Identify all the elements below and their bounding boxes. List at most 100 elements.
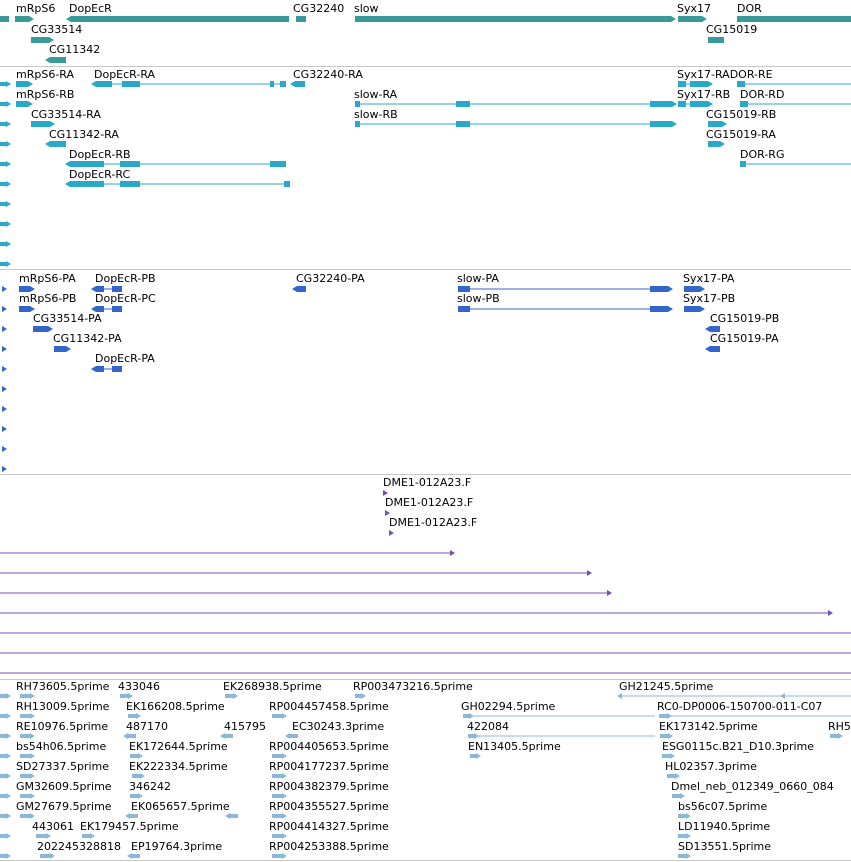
protein-arrow[interactable] <box>292 286 297 292</box>
est-feature[interactable] <box>272 714 282 718</box>
gene-glyph[interactable] <box>66 16 71 22</box>
protein-label[interactable]: mRpS6-PA <box>19 272 76 285</box>
est-feature[interactable] <box>128 734 136 738</box>
est-feature[interactable] <box>678 854 686 858</box>
est-arrow[interactable] <box>127 853 132 859</box>
protein-arrow[interactable] <box>668 306 673 312</box>
transcript-arrow[interactable] <box>708 101 713 107</box>
transcript-arrow[interactable] <box>672 121 677 127</box>
transcript-exon[interactable] <box>50 141 66 147</box>
est-arrow[interactable] <box>282 853 287 859</box>
est-feature[interactable] <box>130 794 138 798</box>
est-arrow[interactable] <box>6 793 11 799</box>
protein-edge-arrow[interactable] <box>2 346 7 352</box>
protein-arrow[interactable] <box>700 286 705 292</box>
est-feature[interactable] <box>130 754 138 758</box>
transcript-exon[interactable] <box>270 81 274 87</box>
protein-label[interactable]: DopEcR-PA <box>95 352 155 365</box>
est-arrow[interactable] <box>686 853 691 859</box>
est-arrow[interactable] <box>50 853 55 859</box>
protein-cds[interactable] <box>96 366 104 372</box>
transcript-label[interactable]: DOR-RD <box>740 88 785 101</box>
protein-cds[interactable] <box>684 306 700 312</box>
gene-glyph[interactable] <box>31 37 49 43</box>
transcript-exon[interactable] <box>690 101 708 107</box>
est-feature[interactable] <box>0 774 6 778</box>
transcript-label[interactable]: CG11342-RA <box>49 128 119 141</box>
est-feature[interactable] <box>662 754 670 758</box>
protein-cds[interactable] <box>96 286 104 292</box>
est-arrow[interactable] <box>30 713 35 719</box>
protein-arrow[interactable] <box>91 306 96 312</box>
est-feature[interactable] <box>272 814 282 818</box>
est-label[interactable]: RP004457458.5prime <box>269 700 389 713</box>
est-label[interactable]: EK222334.5prime <box>129 760 228 773</box>
gene-glyph[interactable] <box>50 57 66 63</box>
gene-glyph[interactable] <box>296 16 306 22</box>
protein-cds[interactable] <box>297 286 306 292</box>
protein-edge-arrow[interactable] <box>2 286 7 292</box>
est-feature[interactable] <box>230 814 238 818</box>
transcript-exon[interactable] <box>31 121 50 127</box>
transcript-label[interactable]: mRpS6-RB <box>16 88 75 101</box>
est-arrow[interactable] <box>125 813 130 819</box>
protein-cds[interactable] <box>33 326 48 332</box>
est-feature[interactable] <box>20 694 30 698</box>
transcript-edge-arrow[interactable] <box>0 102 6 106</box>
est-arrow[interactable] <box>233 693 238 699</box>
est-label[interactable]: RH73605.5prime <box>16 680 110 693</box>
transcript-exon[interactable] <box>270 161 286 167</box>
transcript-exon[interactable] <box>284 181 290 187</box>
est-feature[interactable] <box>272 834 282 838</box>
est-arrow[interactable] <box>30 793 35 799</box>
est-feature[interactable] <box>470 754 476 758</box>
gene-glyph[interactable] <box>708 37 724 43</box>
protein-arrow[interactable] <box>705 346 710 352</box>
transcript-edge-arrow[interactable] <box>6 101 11 107</box>
transcript-arrow[interactable] <box>50 121 55 127</box>
est-feature[interactable] <box>667 774 675 778</box>
est-feature[interactable] <box>225 734 233 738</box>
est-label[interactable]: Dmel_neb_012349_0660_084 <box>671 780 834 793</box>
est-feature[interactable] <box>672 794 680 798</box>
est-feature[interactable] <box>463 714 469 718</box>
est-arrow[interactable] <box>136 713 141 719</box>
protein-label[interactable]: DopEcR-PC <box>95 292 156 305</box>
est-arrow[interactable] <box>469 713 474 719</box>
est-arrow[interactable] <box>282 793 287 799</box>
gene-glyph[interactable] <box>355 16 671 22</box>
clone-label[interactable]: DME1-012A23.F <box>383 476 472 489</box>
protein-label[interactable]: CG15019-PA <box>710 332 779 345</box>
est-arrow[interactable] <box>675 773 680 779</box>
est-label[interactable]: RP004177237.5prime <box>269 760 389 773</box>
transcript-exon[interactable] <box>122 81 140 87</box>
est-feature[interactable] <box>355 694 361 698</box>
est-feature[interactable] <box>20 774 30 778</box>
transcript-exon[interactable] <box>678 101 686 107</box>
est-label[interactable]: 433046 <box>118 680 160 693</box>
transcript-label[interactable]: CG33514-RA <box>31 108 101 121</box>
protein-arrow[interactable] <box>66 346 71 352</box>
transcript-label[interactable]: slow-RA <box>354 88 398 101</box>
gene-glyph[interactable] <box>15 16 29 22</box>
transcript-arrow[interactable] <box>708 81 713 87</box>
est-feature[interactable] <box>20 794 30 798</box>
clone-marker[interactable] <box>383 490 388 496</box>
transcript-arrow[interactable] <box>720 141 725 147</box>
est-label[interactable]: ESG0115c.B21_D10.3prime <box>662 740 815 753</box>
clone-arrow[interactable] <box>587 570 592 576</box>
transcript-label[interactable]: DOR-RG <box>740 148 785 161</box>
est-label[interactable]: RP004253388.5prime <box>269 840 389 853</box>
est-arrow[interactable] <box>128 693 133 699</box>
clone-arrow[interactable] <box>450 550 455 556</box>
protein-label[interactable]: mRpS6-PB <box>19 292 77 305</box>
est-label[interactable]: HL02357.3prime <box>665 760 757 773</box>
est-feature[interactable] <box>36 834 46 838</box>
transcript-edge-arrow[interactable] <box>6 201 11 207</box>
est-feature[interactable] <box>132 774 140 778</box>
protein-cds[interactable] <box>112 286 122 292</box>
transcript-edge-arrow[interactable] <box>6 81 11 87</box>
est-feature[interactable] <box>0 714 6 718</box>
transcript-exon[interactable] <box>456 101 470 107</box>
est-feature[interactable] <box>468 734 474 738</box>
